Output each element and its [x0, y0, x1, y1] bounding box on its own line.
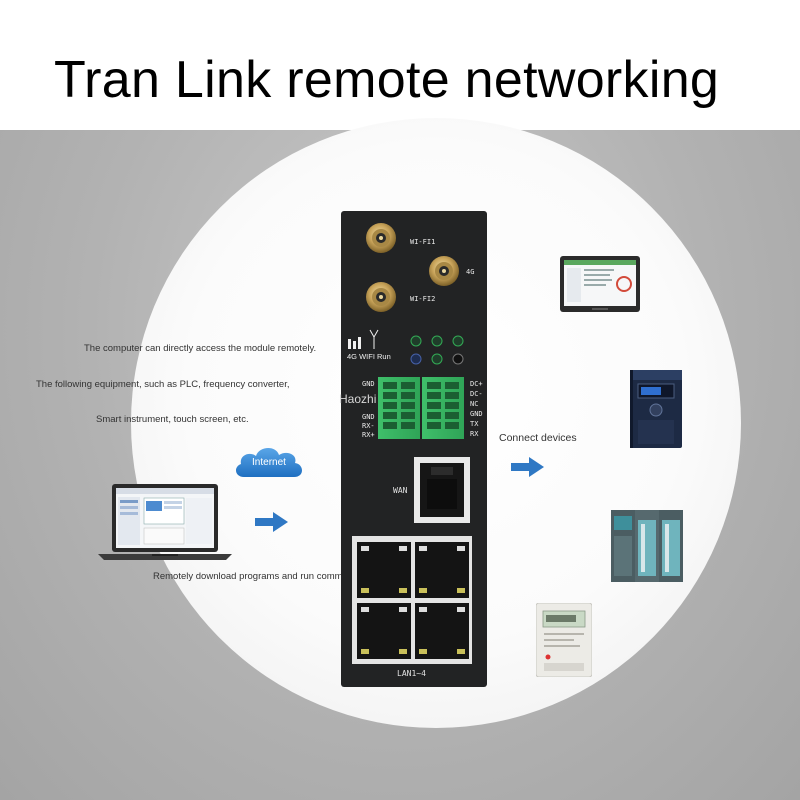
cloud-label: Internet: [252, 457, 286, 468]
router-device-art: [348, 223, 472, 664]
lan-label: LAN1~4: [397, 669, 426, 678]
tablet-icon: [560, 256, 640, 312]
arrow-right-icon: [511, 457, 544, 477]
pin-right-dc-plus: DC+: [470, 380, 483, 388]
antenna-4g-icon: [429, 256, 459, 286]
wan-port: [414, 457, 470, 523]
status-label: 4G WIFI Run: [347, 352, 391, 361]
antenna-label-wifi2: WI-FI2: [410, 295, 436, 303]
antenna-label-wifi1: WI-FI1: [410, 238, 436, 246]
antenna-label-4g: 4G: [466, 268, 475, 276]
pin-right-nc: NC: [470, 400, 479, 408]
note-connect: Connect devices: [499, 432, 577, 444]
antenna-wifi1-icon: [366, 223, 396, 253]
pin-left-rx-minus: RX-: [362, 422, 375, 430]
lan-ports: [352, 536, 472, 664]
pin-left-gnd-2: GND: [362, 413, 375, 421]
arrow-right-icon: [255, 512, 288, 532]
pin-right-gnd: GND: [470, 410, 483, 418]
router-device: WI-FI1 4G WI-FI2 4G WIFI Run Haozhi GND …: [339, 211, 487, 687]
laptop-icon: [98, 484, 232, 560]
pin-right-tx: TX: [470, 420, 479, 428]
page-title: Tran Link remote networking: [54, 51, 720, 109]
pin-left-gnd: GND: [362, 380, 375, 388]
meter-icon: [536, 603, 592, 677]
inverter-icon: [630, 370, 682, 448]
status-leds: [410, 335, 464, 365]
antenna-wifi2-icon: [366, 282, 396, 312]
note-download: Remotely download programs and run comma…: [153, 571, 364, 582]
plc-icon: [611, 510, 683, 582]
brand-label: Haozhi: [339, 392, 377, 406]
wan-label: WAN: [393, 486, 408, 495]
terminal-block: [378, 377, 464, 439]
pin-right-dc-minus: DC-: [470, 390, 483, 398]
cloud-icon: [235, 447, 302, 477]
pin-right-rx: RX: [470, 430, 479, 438]
note-smart: Smart instrument, touch screen, etc.: [96, 414, 249, 425]
pin-left-rx-plus: RX+: [362, 431, 375, 439]
signal-icon: [348, 329, 379, 349]
note-direct-access: The computer can directly access the mod…: [84, 343, 317, 354]
note-equipment: The following equipment, such as PLC, fr…: [36, 379, 290, 390]
